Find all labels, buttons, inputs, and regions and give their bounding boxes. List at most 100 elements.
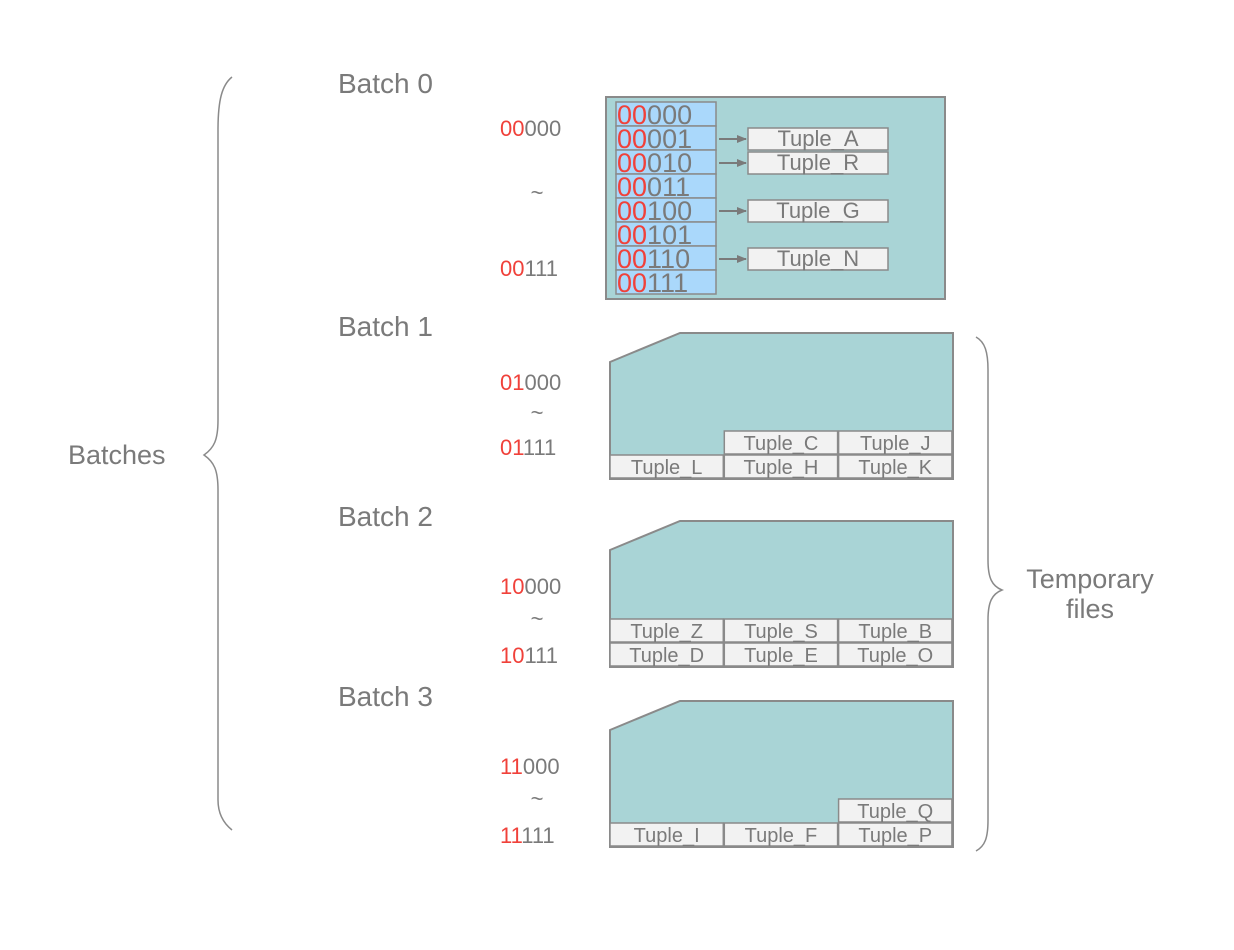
range-start: 11000 [500,754,560,779]
tuple-entry-label: Tuple_A [777,126,858,151]
tuple-cell-label: Tuple_K [858,457,932,479]
tuple-cell-label: Tuple_F [745,825,818,847]
tuple-cell-label: Tuple_L [631,457,703,479]
tuple-entry-label: Tuple_N [777,246,859,271]
range-tilde: ~ [531,400,544,425]
range-end-prefix: 01 [500,435,524,460]
batches-label: Batches [68,440,166,470]
hash-slot-key-suffix: 010 [647,148,692,178]
hash-slot-key-suffix: 110 [647,244,690,274]
range-tilde: ~ [531,786,544,811]
range-start: 10000 [500,574,561,599]
tuple-cell: Tuple_K [837,454,953,479]
tuple-cell-box [723,618,839,643]
range-end-prefix: 10 [500,643,524,668]
tuple-cell: Tuple_Q [837,798,953,823]
range-end: 10111 [500,643,558,668]
hash-slot-key-prefix: 00 [617,148,647,178]
batch-title: Batch 2 [338,501,433,532]
tuple-cell-box [609,642,725,667]
tuple-cell-label: Tuple_P [858,825,932,847]
tuple-cell-box [609,454,725,479]
tuple-cell-box [723,454,839,479]
range-start-suffix: 000 [524,116,561,141]
range-start-suffix: 000 [524,370,561,395]
hash-slot-key-prefix: 00 [617,196,647,226]
tuple-cell: Tuple_D [609,642,725,667]
hash-slot: 00010 Tuple_R [615,148,889,178]
tuple-cell: Tuple_E [723,642,839,667]
range-end-suffix: 111 [521,823,554,848]
tuple-entry-box [747,127,889,151]
range-start-prefix: 10 [500,574,524,599]
tuple-entry: Tuple_A [747,126,889,151]
tuple-entry-box [747,199,889,223]
tuple-cell-label: Tuple_C [744,433,819,455]
hash-slot: 00111 [615,268,717,298]
range-end: 00111 [500,256,558,281]
range-end-suffix: 111 [524,256,557,281]
range-end: 01111 [500,435,556,460]
hash-slot-key-prefix: 00 [617,124,647,154]
hash-slot-cell [615,245,717,271]
tuple-cell-box [723,642,839,667]
tuple-cell: Tuple_J [837,430,953,455]
tuple-cell: Tuple_S [723,618,839,643]
tuple-cell: Tuple_F [723,822,839,847]
tuple-entry-label: Tuple_G [776,198,860,223]
tuple-entry-box [747,247,889,271]
hash-slot-key-suffix: 100 [647,196,692,226]
tuple-cell: Tuple_H [723,454,839,479]
hash-slot-key-prefix: 00 [617,172,647,202]
hash-slot: 00110 Tuple_N [615,244,889,274]
tuple-cell-label: Tuple_J [860,433,930,455]
tuple-cell-box [837,618,953,643]
range-start: 01000 [500,370,561,395]
tuple-cell-label: Tuple_B [858,621,932,643]
hash-slot-key-prefix: 00 [617,220,647,250]
tuple-cell: Tuple_I [609,822,725,847]
temporary-files-brace [975,336,1005,852]
tuple-entry: Tuple_G [747,198,889,223]
tuple-cell-label: Tuple_Z [630,621,703,643]
tuple-cell-box [837,454,953,479]
hash-slot: 00011 [615,172,717,202]
hash-slot-key-suffix: 000 [647,100,692,130]
tuple-entry-label: Tuple_R [777,150,859,175]
range-end-prefix: 00 [500,256,524,281]
hash-slot-key: 00100 [617,196,692,226]
tuple-cell-box [837,430,953,455]
hash-slot-cell [615,221,717,247]
range-end-prefix: 11 [500,823,523,848]
range-end: 11111 [500,823,555,848]
hash-slot-key: 00011 [617,172,690,202]
tuple-cell-box [837,798,953,823]
tuple-entry-box [747,151,889,175]
tuple-cell-box [609,822,725,847]
tuple-cell-box [837,642,953,667]
tuple-cell: Tuple_C [723,430,839,455]
tuple-cell-label: Tuple_Q [857,801,933,823]
tuple-entry: Tuple_N [747,246,889,271]
tuple-cell: Tuple_O [837,642,953,667]
hash-slot-key-prefix: 00 [617,268,647,298]
tuple-entry: Tuple_R [747,150,889,175]
hash-slot-key-suffix: 011 [647,172,690,202]
hash-slot: 00000 [615,100,717,130]
hash-slot: 00100 Tuple_G [615,196,889,226]
tuple-cell: Tuple_L [609,454,725,479]
tuple-cell-label: Tuple_I [634,825,700,847]
hash-slot-key-prefix: 00 [617,244,647,274]
range-tilde: ~ [531,180,544,205]
batch-title: Batch 3 [338,681,433,712]
hash-slot-key: 00010 [617,148,692,178]
hash-slot-key-suffix: 111 [647,268,688,298]
tuple-cell-label: Tuple_D [629,645,704,667]
tuple-cell-box [837,822,953,847]
hash-slot-cell [615,269,717,295]
